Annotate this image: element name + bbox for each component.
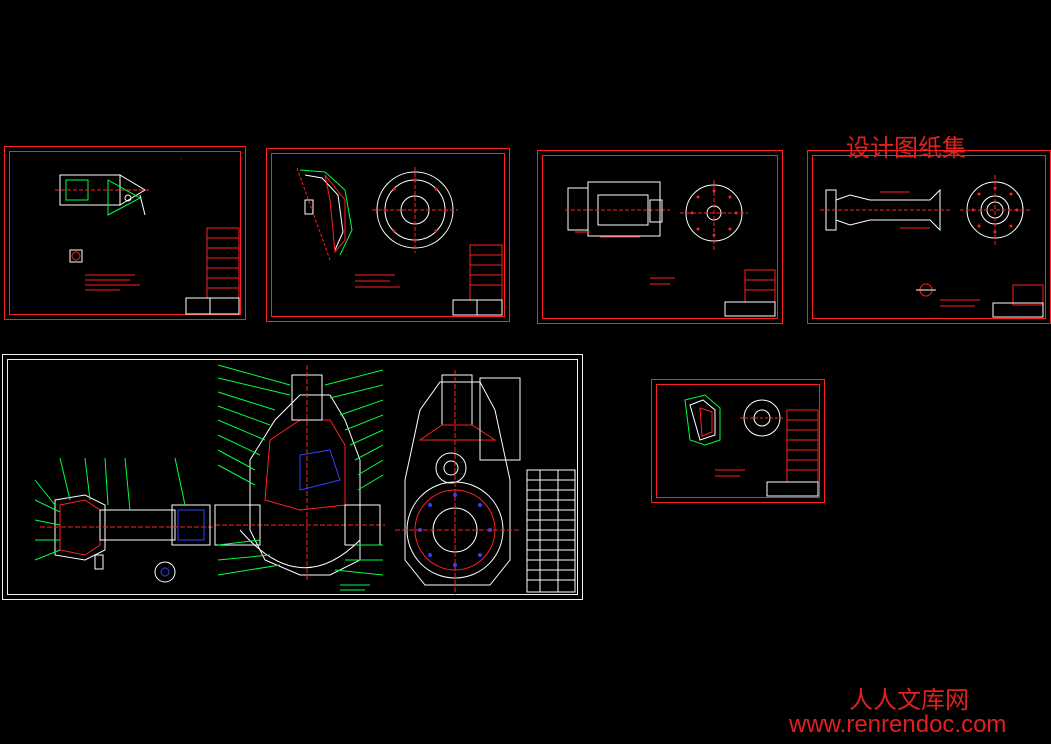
sheet-inner-frame bbox=[812, 155, 1046, 319]
sheet-inner-frame bbox=[271, 153, 505, 317]
collection-title: 设计图纸集 bbox=[846, 134, 966, 162]
sheet-3-content bbox=[565, 180, 776, 317]
drawing-sheet-6[interactable] bbox=[651, 379, 825, 503]
sheet-4-content bbox=[820, 175, 1044, 318]
assembly-drawing-sheet[interactable] bbox=[2, 354, 583, 600]
sheet-2-content bbox=[296, 167, 503, 316]
drawing-sheet-3[interactable] bbox=[537, 150, 783, 324]
svg-text:✓: ✓ bbox=[180, 156, 183, 161]
sheet-1-content: ✓ bbox=[55, 156, 240, 315]
drawing-sheet-2[interactable] bbox=[266, 148, 510, 322]
drawing-sheet-1[interactable] bbox=[4, 146, 246, 320]
sheet-6-content bbox=[684, 394, 819, 497]
site-url-watermark[interactable]: www.renrendoc.com bbox=[789, 711, 1007, 738]
sheet-inner-frame bbox=[7, 359, 578, 595]
sheet-inner-frame bbox=[542, 155, 778, 319]
assembly-content bbox=[34, 364, 576, 595]
sheet-inner-frame bbox=[656, 384, 820, 498]
site-name-watermark: 人人文库网 bbox=[849, 686, 969, 714]
sheet-inner-frame bbox=[9, 151, 241, 315]
